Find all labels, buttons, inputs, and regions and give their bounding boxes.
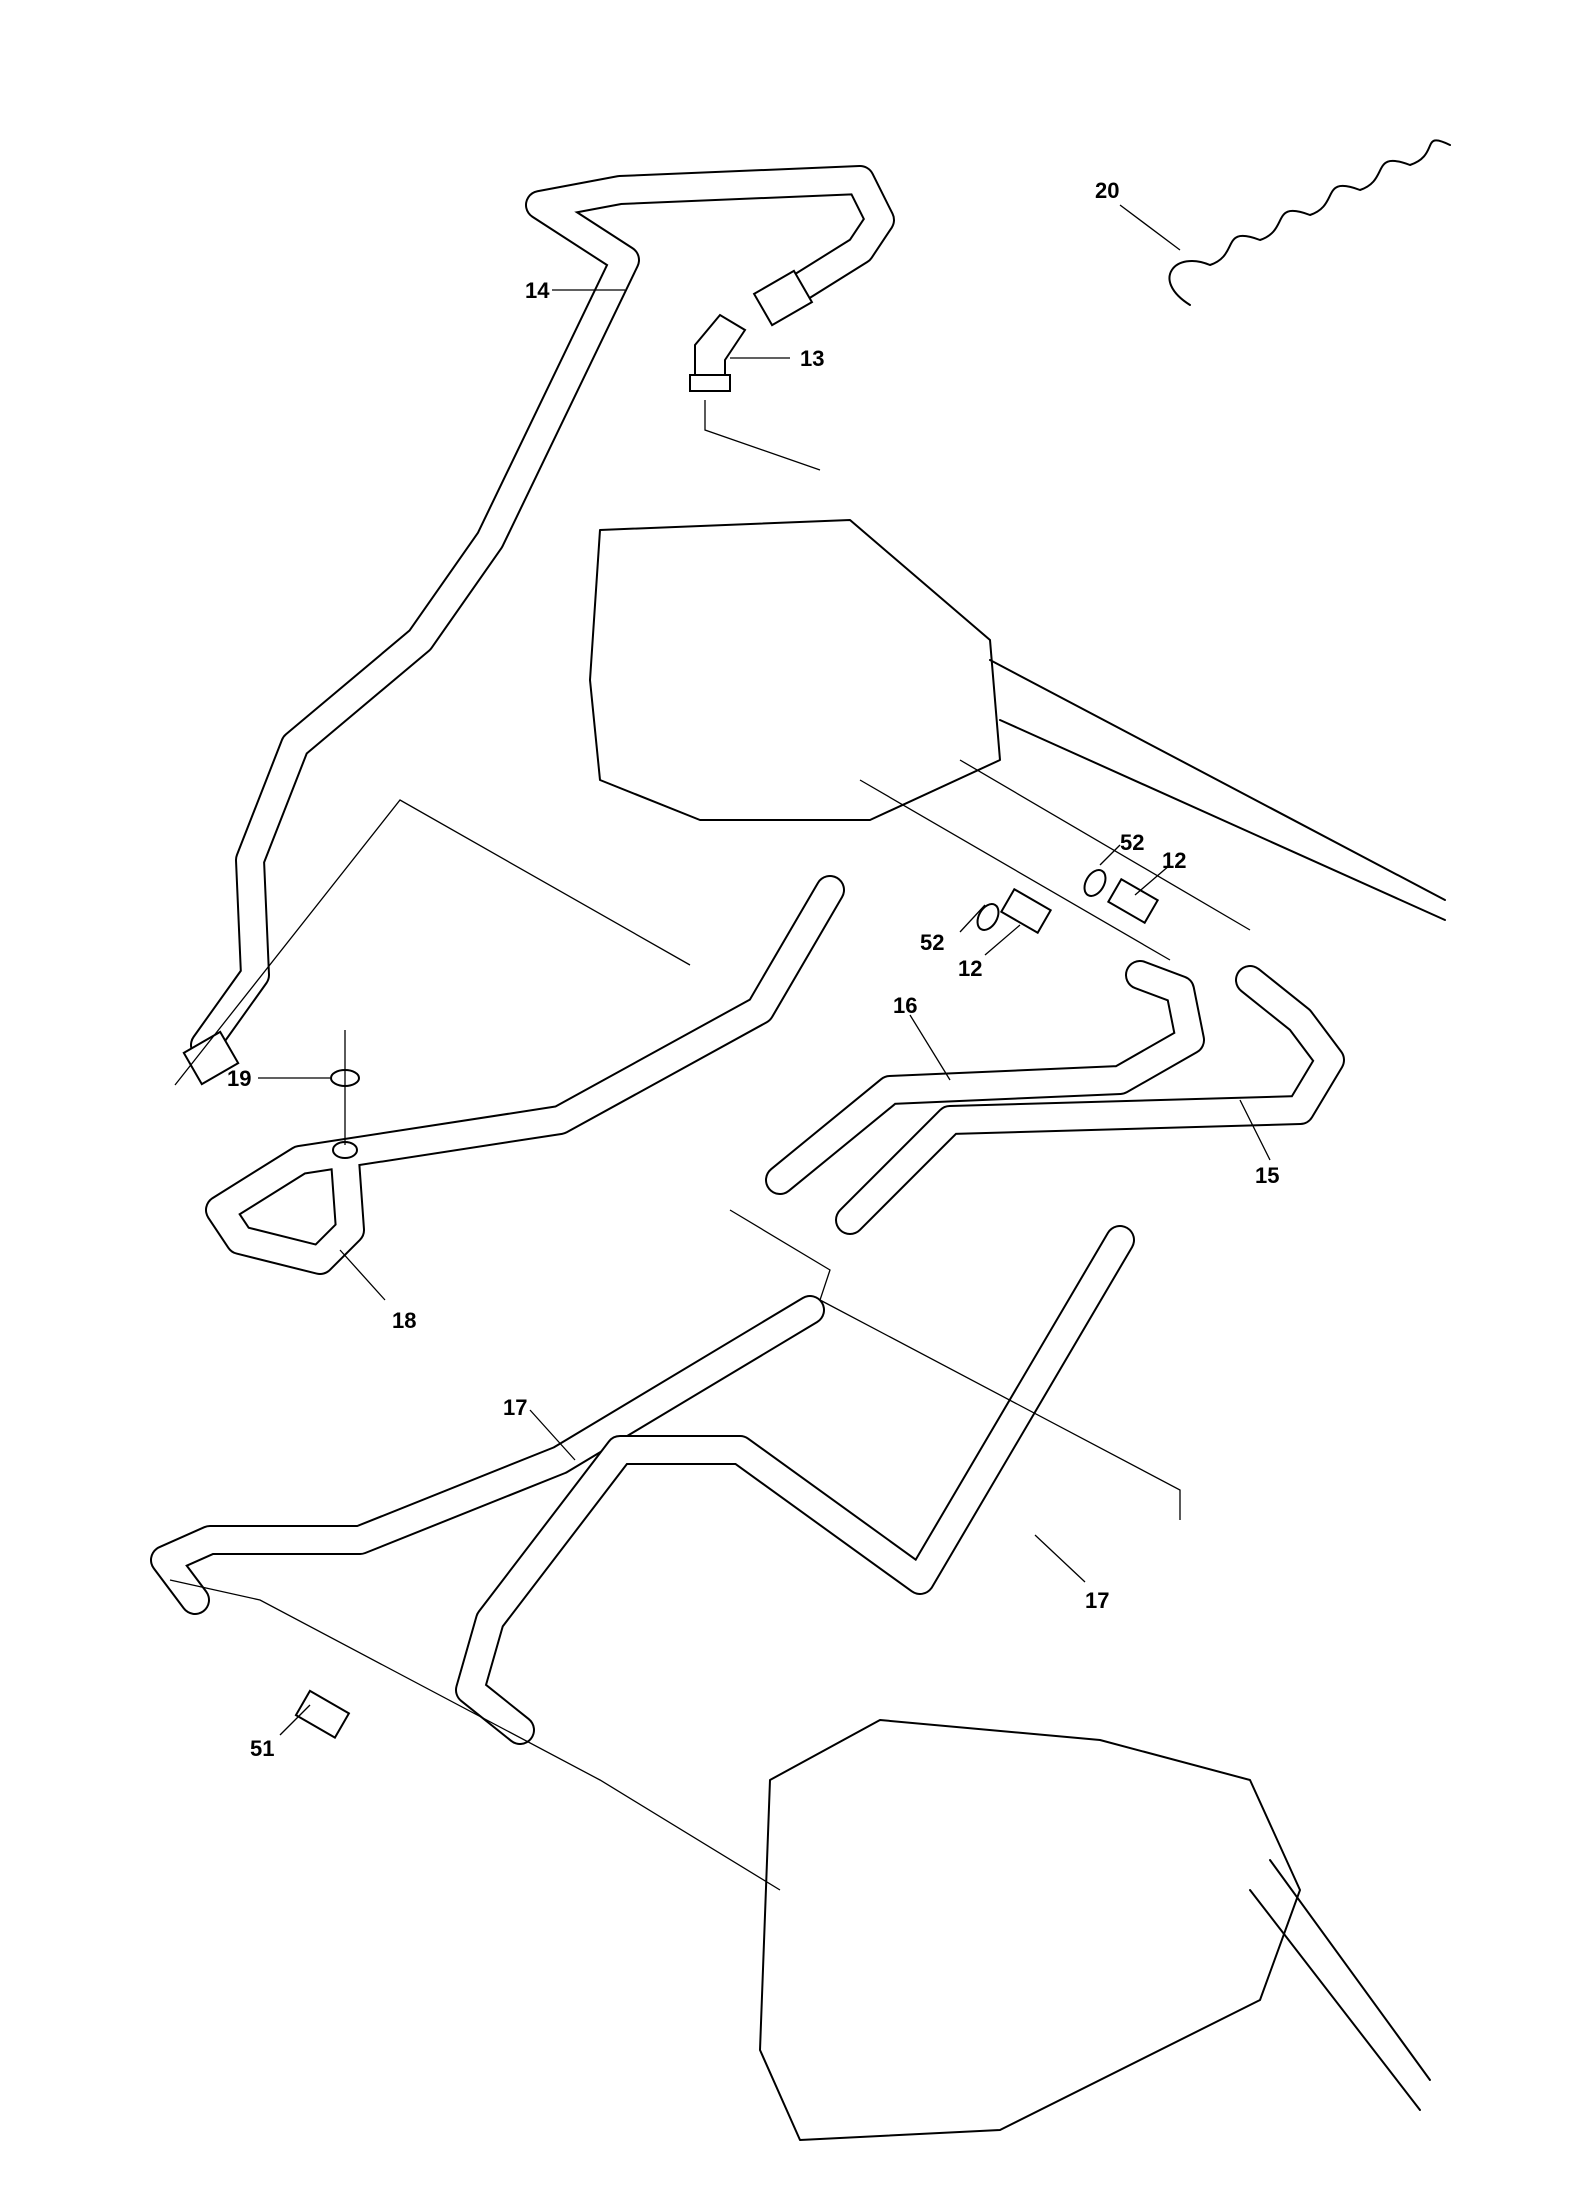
callout-12-right: 12 [1162, 848, 1187, 873]
hose-clamp-19 [330, 1069, 360, 1087]
pipe-16 [765, 960, 1205, 1195]
callout-14: 14 [525, 278, 550, 303]
callout-13: 13 [800, 346, 825, 371]
assembly-guide-lines [174, 400, 1181, 1520]
callout-17-upper: 17 [503, 1395, 528, 1420]
callout-51: 51 [250, 1736, 275, 1761]
hose-18 [205, 875, 845, 1275]
callout-16: 16 [893, 993, 918, 1018]
adapter-fitting-51 [294, 1689, 351, 1739]
fittings-12-52 [859, 759, 1251, 961]
spiral-guard-20 [1168, 139, 1451, 306]
callout-12-left: 12 [958, 956, 983, 981]
callout-17-lower: 17 [1085, 1588, 1110, 1613]
pipe-15 [835, 965, 1345, 1235]
callout-52-right: 52 [1120, 830, 1145, 855]
hose-17-lower [455, 1225, 1135, 1745]
transaxle [169, 1579, 1431, 2141]
callout-15: 15 [1255, 1163, 1280, 1188]
elbow-fitting-13 [689, 313, 747, 392]
leader-lines [258, 204, 1271, 1736]
hydrostatic-pump [589, 519, 1446, 921]
callout-20: 20 [1095, 178, 1120, 203]
pipe-14 [182, 165, 895, 1086]
callout-19: 19 [227, 1066, 252, 1091]
callout-52-left: 52 [920, 930, 945, 955]
hose-17-upper [150, 1295, 825, 1615]
callout-18: 18 [392, 1308, 417, 1333]
